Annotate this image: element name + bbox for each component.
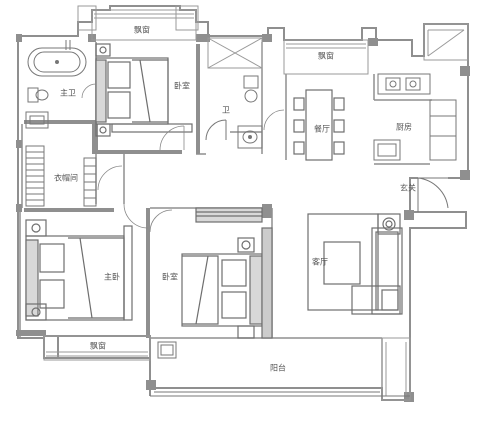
label-kitchen: 厨房	[396, 122, 412, 132]
label-master-bath: 主卫	[60, 88, 76, 98]
label-bay-window-top-right: 飘窗	[318, 51, 334, 61]
label-living: 客厅	[312, 257, 328, 267]
bay-windows	[43, 5, 469, 401]
label-balcony: 阳台	[270, 363, 286, 373]
label-master-bedroom: 主卧	[104, 272, 120, 282]
master-bath-fixtures	[25, 40, 87, 129]
balcony-fixtures	[150, 341, 410, 397]
bed-north	[95, 43, 193, 137]
entrance-door	[417, 177, 449, 212]
bath-fixtures	[205, 75, 263, 149]
label-dining: 餐厅	[314, 124, 330, 134]
label-entrance: 玄关	[400, 183, 416, 193]
label-bay-window-bottom: 飘窗	[90, 341, 106, 351]
label-bay-window-top-left: 飘窗	[134, 25, 150, 35]
living-furniture	[307, 213, 403, 315]
label-bedroom-north: 卧室	[174, 81, 190, 91]
thick-walls	[16, 34, 470, 402]
dining-table	[293, 89, 345, 161]
door-swings	[81, 83, 285, 233]
closet-shelving	[25, 145, 97, 207]
label-bath: 卫	[222, 105, 230, 115]
label-bedroom-south: 卧室	[162, 272, 178, 282]
label-closet: 衣帽间	[54, 173, 78, 183]
kitchen-fixtures	[373, 73, 457, 161]
bed-south	[181, 207, 273, 339]
bed-master	[25, 219, 133, 321]
